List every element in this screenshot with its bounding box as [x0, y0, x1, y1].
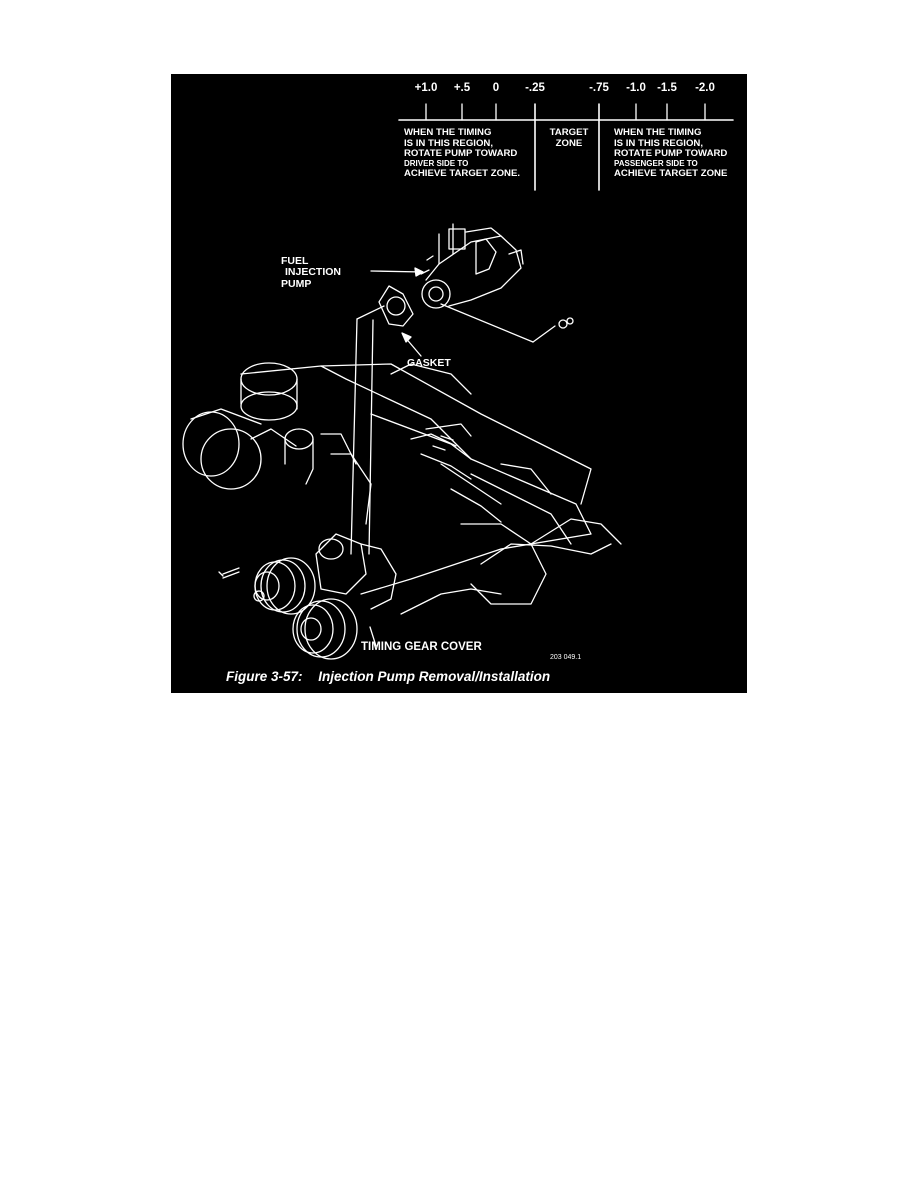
engine-block	[182, 362, 622, 660]
right-region-text: WHEN THE TIMING IS IN THIS REGION, ROTAT…	[614, 127, 728, 180]
scale-tick-label: 0	[492, 82, 500, 94]
target-zone-label: TARGET ZONE	[549, 127, 589, 149]
fuel-injection-pump-label: FUEL INJECTION PUMP	[281, 255, 342, 290]
injection-pump-figure: +1.0 +.5 0 -.25 -.75 -1.0 -1.5 -2.0 WHEN…	[171, 74, 747, 693]
left-region-text: WHEN THE TIMING IS IN THIS REGION, ROTAT…	[404, 127, 521, 180]
scale-tick-label: +.5	[453, 82, 471, 94]
timing-cover-leader	[369, 626, 377, 647]
drawing-code: 203 049.1	[550, 654, 582, 661]
scale-tick-label: -1.5	[657, 82, 677, 94]
scale-tick-label: -.25	[525, 82, 545, 94]
scale-tick-label: +1.0	[414, 82, 438, 94]
figure-number: Figure 3-57:	[226, 669, 303, 684]
engine-illustration	[182, 103, 734, 660]
timing-gear-cover-label: TIMING GEAR COVER	[361, 641, 482, 653]
scale-tick-label: -1.0	[626, 82, 646, 94]
scale-tick-label: -.75	[589, 82, 609, 94]
gasket-label: GASKET	[407, 357, 451, 369]
fuel-pump-leader	[370, 270, 424, 273]
gasket-shape	[378, 285, 414, 327]
figure-caption: Figure 3-57: Injection Pump Removal/Inst…	[226, 669, 550, 684]
scale-tick-label: -2.0	[695, 82, 715, 94]
figure-title: Injection Pump Removal/Installation	[318, 669, 551, 684]
pulley-upper	[253, 557, 316, 615]
pulley-lower	[292, 598, 358, 660]
fuel-injection-pump	[420, 223, 574, 329]
